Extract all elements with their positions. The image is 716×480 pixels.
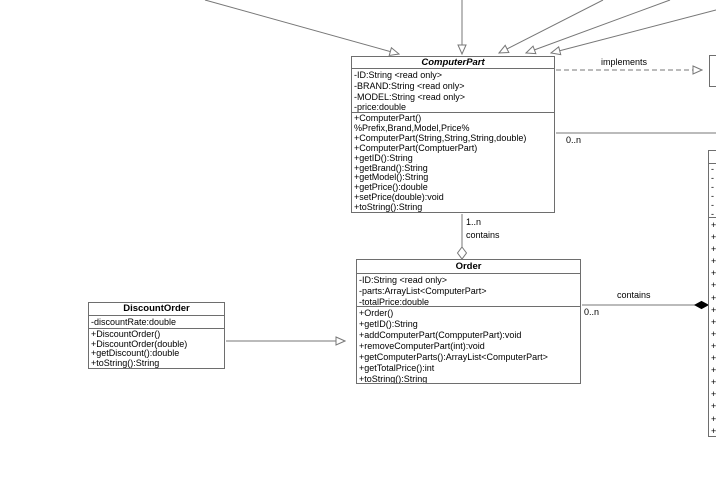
- method-row: +ComputerPart(): [354, 113, 422, 123]
- hollow-diamond-icon: [456, 246, 468, 260]
- class-title-right-partial: [709, 151, 716, 164]
- method-row: +getModel():String: [354, 172, 429, 183]
- inheritance-arrows-top: [204, 0, 716, 54]
- method-row: +getBrand():String: [354, 162, 428, 173]
- method-row: +: [711, 268, 716, 279]
- class-box-right-partial[interactable]: ------ ++++++++++++++++++: [708, 150, 716, 437]
- right-partial-attributes: ------: [709, 164, 716, 218]
- class-box-discountorder[interactable]: DiscountOrder -discountRate:double +Disc…: [88, 302, 225, 369]
- class-box-order[interactable]: Order -ID:String <read only>-parts:Array…: [356, 259, 581, 384]
- discountorder-methods: +DiscountOrder()+DiscountOrder(double)+g…: [89, 329, 224, 368]
- order-attributes: -ID:String <read only>-parts:ArrayList<C…: [357, 274, 580, 307]
- contains-label-horizontal: contains: [617, 290, 651, 300]
- multiplicity-label-order-contains: 1..n: [466, 217, 482, 227]
- method-row: +getPrice():double: [354, 182, 428, 193]
- method-row: +toString():String: [354, 202, 423, 212]
- method-row: +setPrice(double):void: [354, 192, 444, 203]
- method-row: +ComputerPart(ComptuerPart): [354, 142, 478, 153]
- method-row: +: [711, 328, 716, 339]
- attribute-row: -totalPrice:double: [359, 296, 430, 307]
- attribute-row: -ID:String <read only>: [354, 70, 443, 80]
- attribute-row: -discountRate:double: [91, 317, 177, 327]
- method-row: +: [711, 316, 716, 327]
- method-row: +: [711, 340, 716, 351]
- attribute-row: -price:double: [354, 102, 407, 113]
- method-row: +: [711, 401, 716, 412]
- filled-diamond-icon: [693, 300, 710, 310]
- attribute-row: -: [711, 200, 714, 210]
- method-row: +: [711, 280, 716, 291]
- method-row: +toString():String: [359, 374, 428, 383]
- order-methods: +Order()+getID():String+addComputerPart(…: [357, 307, 580, 383]
- method-row: +ComputerPart(String,String,String,doubl…: [354, 132, 527, 143]
- attribute-row: -ID:String <read only>: [359, 275, 448, 285]
- method-row: +removeComputerPart(int):void: [359, 341, 485, 351]
- class-title-computerpart: ComputerPart: [352, 57, 554, 69]
- inheritance-arrow-right-2: [526, 0, 671, 53]
- attribute-row: -: [711, 191, 714, 201]
- attribute-row: -: [711, 173, 714, 183]
- method-row: +: [711, 232, 716, 243]
- multiplicity-label-right-contains: 0..n: [584, 307, 600, 317]
- method-row: +getComputerParts():ArrayList<ComputerPa…: [359, 352, 548, 362]
- inheritance-arrow-right-1: [499, 0, 604, 53]
- method-row: +: [711, 353, 716, 364]
- method-row: +: [711, 220, 716, 230]
- method-row: +: [711, 389, 716, 400]
- method-row: +addComputerPart(CompputerPart):void: [359, 330, 522, 340]
- method-row: +: [711, 425, 716, 436]
- class-title-discountorder: DiscountOrder: [89, 303, 224, 316]
- method-row: +Order(): [359, 308, 394, 318]
- method-row: +DiscountOrder(): [91, 329, 161, 339]
- method-row: +: [711, 256, 716, 267]
- method-row: +getDiscount():double: [91, 348, 180, 358]
- contains-label-vertical: contains: [466, 230, 500, 240]
- method-row: %Prefix,Brand,Model,Price%: [354, 122, 470, 133]
- discountorder-attributes: -discountRate:double: [89, 316, 224, 329]
- class-title-order: Order: [357, 260, 580, 274]
- inheritance-arrow-left: [204, 0, 399, 54]
- attribute-row: -BRAND:String <read only>: [354, 80, 465, 91]
- method-row: +getTotalPrice():int: [359, 363, 435, 373]
- interface-title-right-partial: [710, 56, 716, 68]
- attribute-row: -: [711, 164, 714, 174]
- interface-box-right-partial[interactable]: [709, 55, 716, 87]
- right-partial-methods: ++++++++++++++++++: [709, 218, 716, 436]
- attribute-row: -: [711, 209, 714, 218]
- implements-label: implements: [601, 57, 648, 67]
- computerpart-attributes: -ID:String <read only>-BRAND:String <rea…: [352, 69, 554, 113]
- class-box-computerpart[interactable]: ComputerPart -ID:String <read only>-BRAN…: [351, 56, 555, 213]
- inheritance-arrow-right-3: [551, 9, 716, 53]
- method-row: +: [711, 304, 716, 315]
- attribute-row: -: [711, 182, 714, 192]
- method-row: +: [711, 365, 716, 376]
- attribute-row: -parts:ArrayList<ComputerPart>: [359, 285, 487, 296]
- multiplicity-label-computerpart: 0..n: [566, 135, 582, 145]
- method-row: +getID():String: [359, 319, 418, 329]
- attribute-row: -MODEL:String <read only>: [354, 91, 466, 102]
- method-row: +: [711, 244, 716, 255]
- method-row: +: [711, 377, 716, 388]
- method-row: +: [711, 292, 716, 303]
- method-row: +getID():String: [354, 152, 413, 163]
- method-row: +DiscountOrder(double): [91, 338, 188, 349]
- method-row: +toString():String: [91, 357, 160, 368]
- method-row: +: [711, 413, 716, 424]
- computerpart-methods: +ComputerPart()%Prefix,Brand,Model,Price…: [352, 113, 554, 212]
